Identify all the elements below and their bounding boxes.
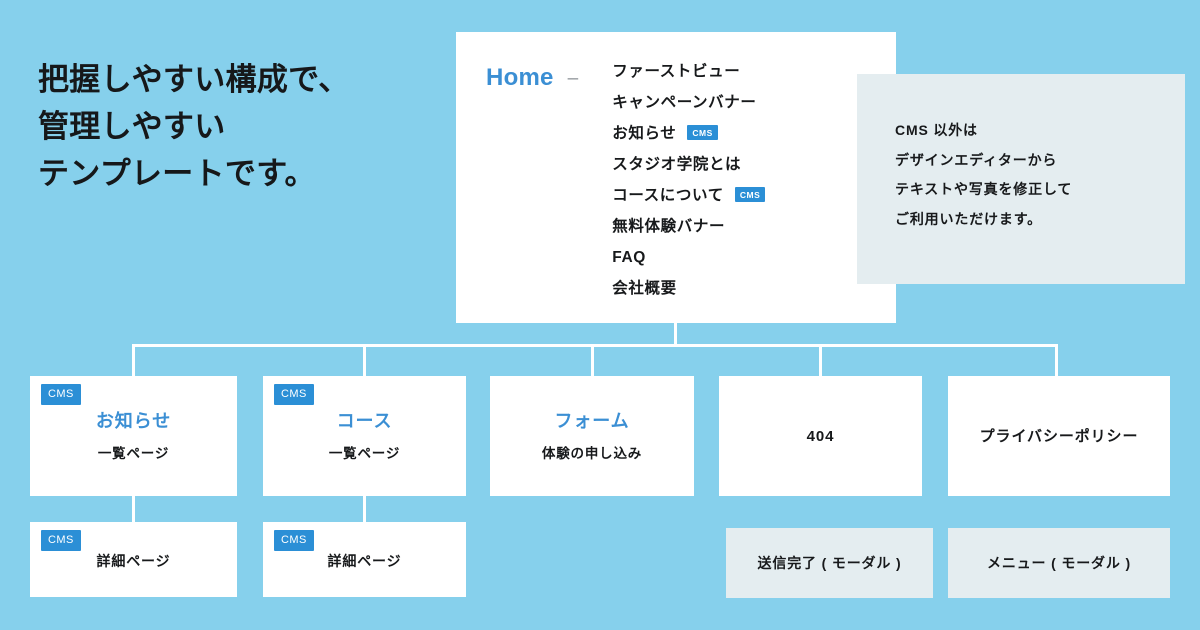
card-form-subtitle: 体験の申し込み: [541, 445, 643, 461]
cms-badge: CMS: [274, 530, 314, 551]
note-line-2: デザインエディターから: [895, 151, 1058, 168]
note-line-1: CMS 以外は: [895, 122, 978, 138]
cms-badge: CMS: [274, 384, 314, 405]
connector-drop-4: [819, 344, 822, 376]
connector-drop-1: [132, 344, 135, 376]
list-item[interactable]: お知らせ CMS: [612, 125, 765, 142]
page-title: 把握しやすい構成で、 管理しやすい テンプレートです。: [38, 56, 438, 197]
card-course[interactable]: CMS コース 一覧ページ: [263, 376, 466, 496]
card-news[interactable]: CMS お知らせ 一覧ページ: [30, 376, 237, 496]
card-404[interactable]: 404: [719, 376, 922, 496]
card-privacy-policy-title: プライバシーポリシー: [979, 427, 1139, 445]
connector-horizontal-bus: [132, 344, 1058, 347]
page-title-line-3: テンプレートです。: [38, 156, 316, 192]
card-course-detail-label: 詳細ページ: [327, 552, 402, 569]
list-item[interactable]: FAQ: [612, 250, 765, 266]
card-form[interactable]: フォーム 体験の申し込み: [490, 376, 694, 496]
cms-badge: CMS: [687, 125, 718, 141]
cms-badge: CMS: [734, 187, 766, 203]
page-title-line-2: 管理しやすい: [38, 109, 226, 145]
card-privacy-policy[interactable]: プライバシーポリシー: [948, 376, 1170, 496]
home-section-label: キャンペーンバナー: [612, 94, 757, 111]
page-title-line-1: 把握しやすい構成で、: [38, 62, 350, 97]
home-section-label: 無料体験バナー: [612, 218, 726, 235]
note-box-text: CMS 以外は デザインエディターから テキストや写真を修正して ご利用いただけ…: [895, 116, 1072, 235]
connector-drop-5: [1055, 344, 1058, 376]
home-section-label: 会社概要: [612, 280, 677, 297]
home-section-label: スタジオ学院とは: [612, 156, 742, 173]
list-item[interactable]: 無料体験バナー: [612, 219, 765, 235]
list-item[interactable]: ファーストビュー: [612, 64, 765, 80]
card-news-detail-label: 詳細ページ: [96, 552, 171, 569]
card-news-body: お知らせ 一覧ページ: [30, 376, 237, 496]
card-404-title: 404: [806, 427, 835, 445]
card-404-body: 404: [719, 376, 922, 496]
card-course-title: コース: [336, 410, 393, 431]
connector-drop-3: [591, 344, 594, 376]
home-card[interactable]: Home – ファーストビュー キャンペーンバナー お知らせ CMS スタジオ学…: [456, 32, 896, 323]
home-card-separator: –: [567, 68, 579, 89]
home-section-label: お知らせ: [612, 125, 677, 142]
card-menu-modal[interactable]: メニュー ( モーダル ): [948, 528, 1170, 598]
card-form-body: フォーム 体験の申し込み: [490, 376, 694, 496]
home-card-title: Home: [486, 64, 554, 91]
card-form-title: フォーム: [554, 410, 630, 431]
card-send-complete-modal-label: 送信完了 ( モーダル ): [757, 555, 902, 571]
note-line-4: ご利用いただけます。: [895, 211, 1042, 228]
list-item[interactable]: スタジオ学院とは: [612, 157, 765, 173]
connector-drop-detail-2: [363, 496, 366, 522]
connector-home-stem: [674, 323, 677, 347]
card-course-detail[interactable]: CMS 詳細ページ: [263, 522, 466, 597]
home-card-content: Home – ファーストビュー キャンペーンバナー お知らせ CMS スタジオ学…: [486, 64, 766, 297]
card-news-detail[interactable]: CMS 詳細ページ: [30, 522, 237, 597]
home-section-label: FAQ: [612, 249, 646, 266]
note-line-3: テキストや写真を修正して: [895, 181, 1073, 198]
home-section-label: コースについて: [612, 187, 724, 204]
connector-drop-detail-1: [132, 496, 135, 522]
card-news-subtitle: 一覧ページ: [97, 445, 170, 461]
card-privacy-policy-body: プライバシーポリシー: [948, 376, 1170, 496]
card-news-title: お知らせ: [95, 410, 172, 431]
card-menu-modal-label: メニュー ( モーダル ): [987, 555, 1131, 571]
card-course-body: コース 一覧ページ: [263, 376, 466, 496]
list-item[interactable]: 会社概要: [612, 281, 765, 297]
list-item[interactable]: キャンペーンバナー: [612, 95, 765, 111]
home-section-label: ファーストビュー: [612, 63, 741, 80]
connector-drop-2: [363, 344, 366, 376]
card-send-complete-modal[interactable]: 送信完了 ( モーダル ): [726, 528, 933, 598]
card-course-subtitle: 一覧ページ: [328, 445, 401, 461]
cms-badge: CMS: [41, 384, 81, 405]
home-section-list: ファーストビュー キャンペーンバナー お知らせ CMS スタジオ学院とは コース…: [578, 64, 766, 297]
note-box: CMS 以外は デザインエディターから テキストや写真を修正して ご利用いただけ…: [857, 74, 1185, 284]
cms-badge: CMS: [41, 530, 81, 551]
list-item[interactable]: コースについて CMS: [612, 187, 766, 204]
